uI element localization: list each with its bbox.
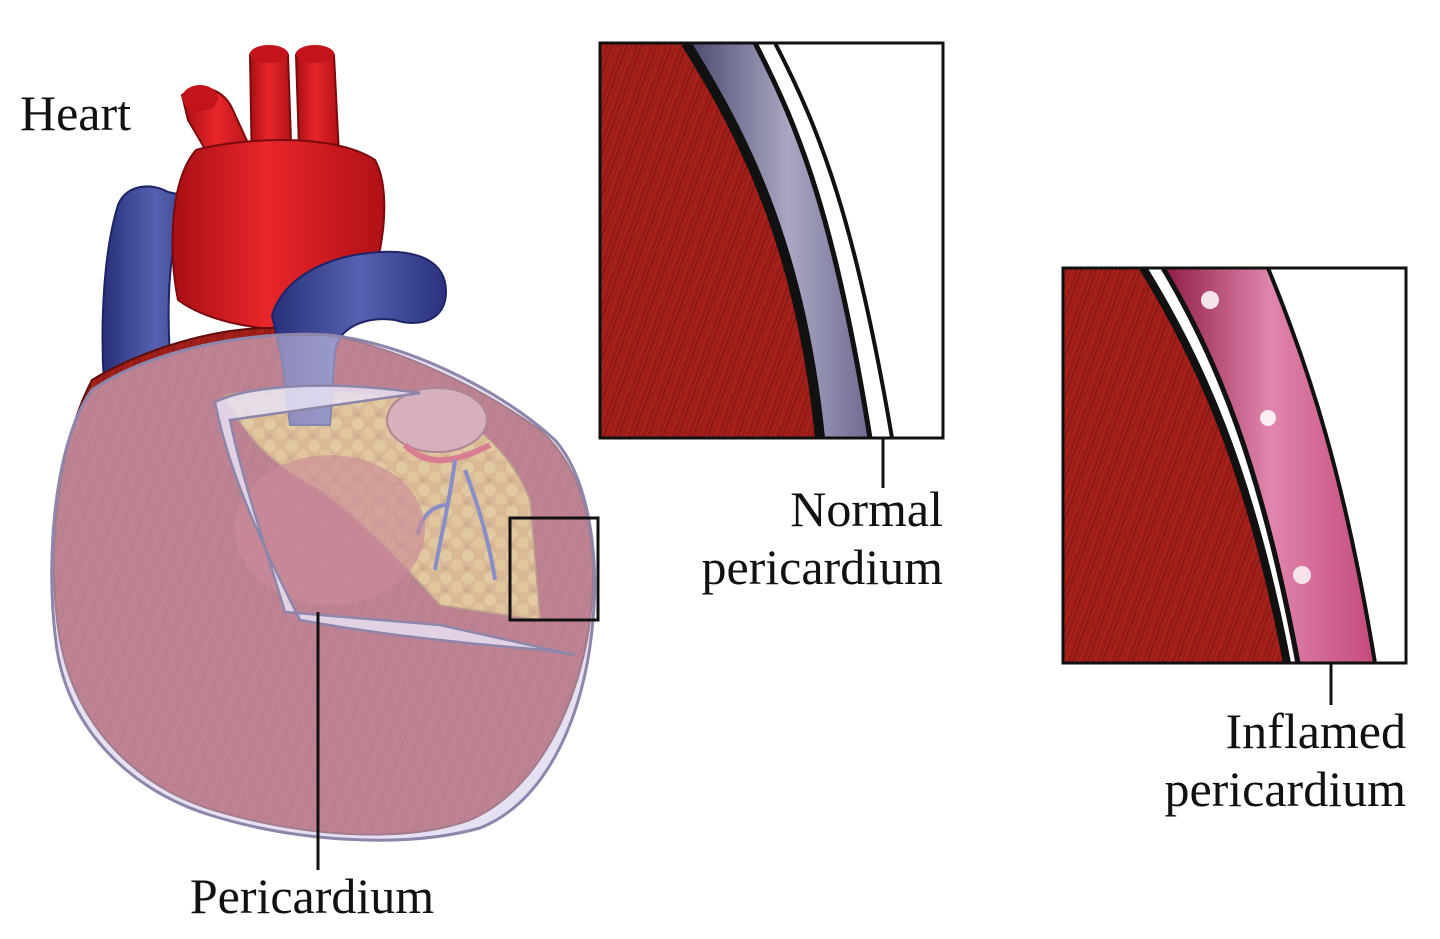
heart-illustration — [50, 45, 600, 842]
inflamed-label-line2: pericardium — [1164, 761, 1406, 817]
pericardium-flap — [213, 384, 576, 657]
inflamed-label-line1: Inflamed — [1226, 703, 1406, 759]
normal-pericardium-inset — [598, 41, 945, 440]
pericardial-sac — [50, 332, 597, 842]
pericardium-label: Pericardium — [190, 868, 434, 924]
normal-label-line2: pericardium — [701, 539, 943, 595]
magnify-region-box — [508, 516, 600, 622]
superior-vena-cava — [101, 185, 212, 387]
heart-label: Heart — [20, 85, 131, 141]
normal-label-line1: Normal — [790, 481, 943, 537]
inflamed-pericardium-inset — [1061, 266, 1408, 665]
